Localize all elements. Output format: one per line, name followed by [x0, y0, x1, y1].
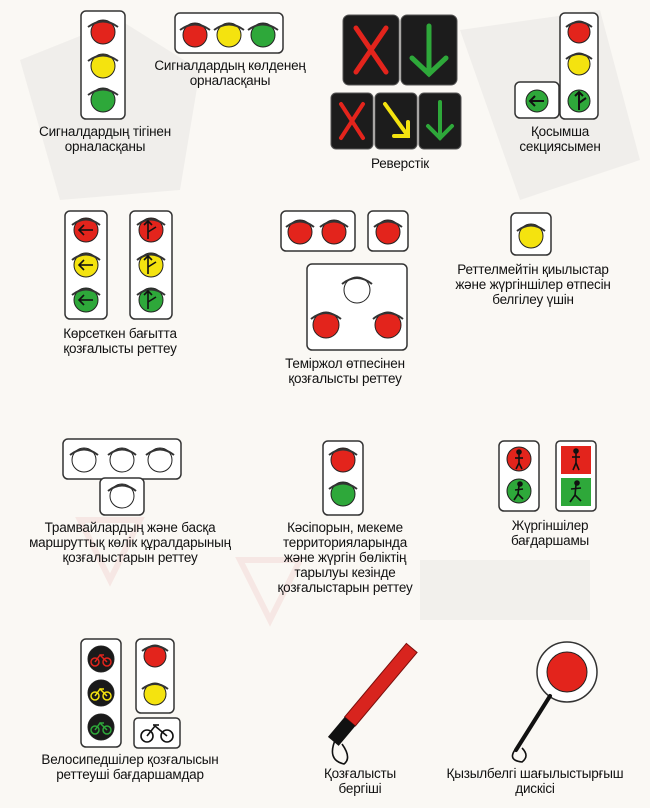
caption-line: қозғалыстарын реттеу [277, 580, 413, 595]
caption-line: және жүргіншілер өтпесін [455, 277, 611, 292]
caption-pedestrian: Жүргіншілер бағдаршамы [490, 518, 610, 548]
caption-line: орналасқаны [189, 73, 271, 88]
reverse-traffic-light-top [342, 14, 458, 86]
tram-traffic-light [62, 438, 182, 516]
caption-baton: Қозғалысты бергіші [300, 766, 420, 796]
additional-section-traffic-light [514, 12, 599, 120]
caption-line: Көрсеткен бағытта [63, 326, 177, 341]
caption-direction: Көрсеткен бағытта қозғалысты реттеу [40, 326, 200, 356]
caption-line: белгілеу үшін [492, 292, 574, 307]
caption-line: Жүргіншілер [511, 518, 589, 533]
green-bicycle-icon [90, 721, 112, 735]
caption-line: қозғалыстарын реттеу [62, 550, 198, 565]
caption-line: дискісі [515, 781, 555, 796]
caption-unregulated: Реттелмейтін қиылыстар және жүргіншілер … [448, 262, 618, 307]
caption-reverse: Реверстік [340, 156, 460, 171]
green-down-arrow-icon [426, 100, 454, 141]
caption-line: орналасқаны [64, 139, 146, 154]
yellow-diagonal-arrow-icon [383, 102, 410, 138]
caption-horizontal: Сигналдардың көлденең орналасқаны [140, 58, 320, 88]
reverse-traffic-light-bottom [330, 92, 462, 150]
caption-line: территорияларында [282, 535, 408, 550]
caption-line: секциясымен [519, 139, 601, 154]
caption-line: Теміржол өтпесінен [285, 356, 405, 371]
enterprise-traffic-light [322, 440, 364, 516]
yellow-signal [87, 53, 119, 79]
caption-line: қозғалысты реттеу [63, 341, 177, 356]
caption-line: Сигналдардың тігінен [39, 124, 171, 139]
straight-right-arrow-icon [574, 90, 587, 110]
flashing-yellow-traffic-light [510, 212, 552, 256]
caption-line: Трамвайлардың және басқа [44, 520, 216, 535]
caption-line: және жүргін бөліктің [283, 550, 407, 565]
caption-line: маршруттық көлік құралдарының [29, 535, 231, 550]
pedestrian-traffic-lights [498, 440, 597, 512]
caption-line: Қосымша [530, 124, 590, 139]
red-bicycle-icon [90, 653, 112, 667]
walking-pedestrian-icon [513, 481, 524, 501]
caption-line: Қозғалысты [323, 766, 397, 781]
railway-traffic-lights [280, 210, 409, 351]
red-cross-icon [339, 102, 365, 140]
left-arrow-icon [528, 95, 544, 107]
caption-bicycle: Велосипедшілер қозғалысын реттеуші бағда… [20, 752, 240, 782]
caption-line: қозғалысты реттеу [288, 371, 402, 386]
caption-line: Кәсіпорын, мекеме [287, 520, 403, 535]
vertical-traffic-light [80, 10, 126, 120]
red-cross-icon [353, 25, 389, 75]
green-signal [87, 87, 119, 113]
green-down-arrow-icon [409, 23, 449, 78]
caption-line: Реттелмейтін қиылыстар [457, 262, 609, 277]
caption-railway: Теміржол өтпесінен қозғалысты реттеу [270, 356, 420, 386]
caption-line: тарылуы кезінде [294, 565, 396, 580]
direction-traffic-lights [64, 210, 173, 320]
caption-enterprise: Кәсіпорын, мекеме территорияларында және… [270, 520, 420, 595]
standing-pedestrian-icon [515, 449, 523, 470]
horizontal-traffic-light [174, 12, 284, 54]
caption-additional: Қосымша секциясымен [500, 124, 620, 154]
reflective-disc [511, 641, 598, 763]
caption-disc: Қызылбелгі шағылыстырғыш дискісі [440, 766, 630, 796]
yellow-bicycle-icon [90, 687, 112, 701]
caption-tram: Трамвайлардың және басқа маршруттық көлі… [20, 520, 240, 565]
traffic-baton [327, 642, 418, 765]
caption-line: реттеуші бағдаршамдар [56, 767, 204, 782]
caption-line: Қызылбелгі шағылыстырғыш [446, 766, 624, 781]
caption-line: Велосипедшілер қозғалысын [41, 752, 219, 767]
bicycle-icon [140, 724, 174, 743]
bicycle-traffic-lights [80, 638, 181, 749]
caption-line: Сигналдардың көлденең [154, 58, 306, 73]
red-signal [87, 19, 119, 45]
caption-line: бергіші [338, 781, 382, 796]
caption-vertical: Сигналдардың тігінен орналасқаны [20, 124, 190, 154]
caption-line: Реверстік [371, 156, 429, 171]
caption-line: бағдаршамы [510, 533, 590, 548]
